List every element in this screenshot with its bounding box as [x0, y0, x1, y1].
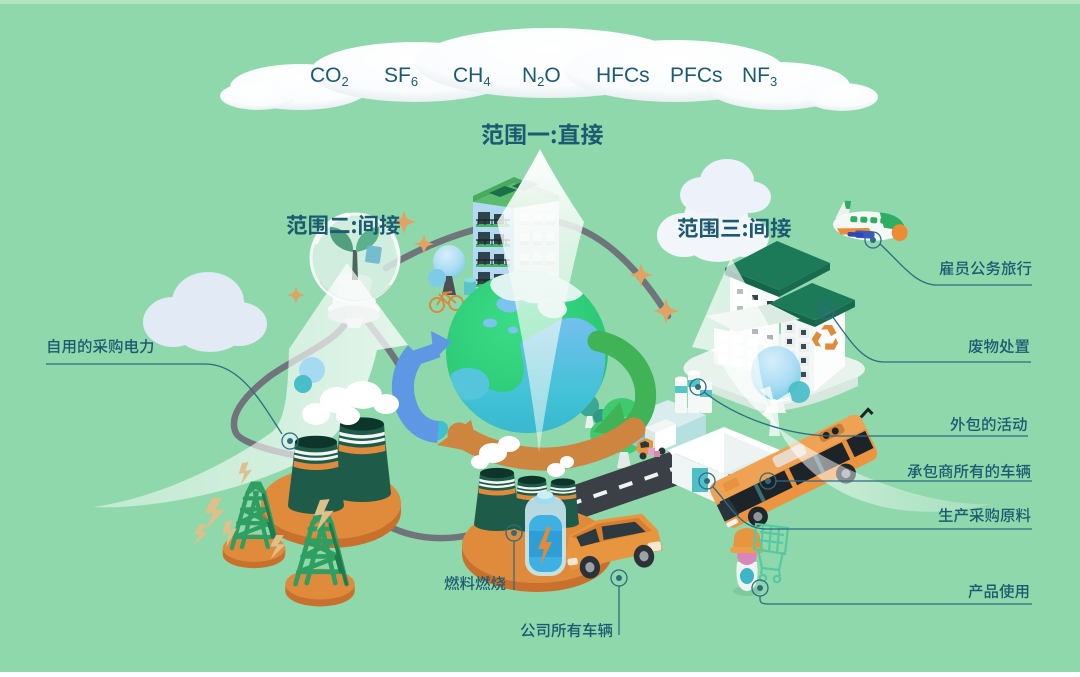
svg-text:HFCs: HFCs — [596, 64, 650, 87]
svg-text:PFCs: PFCs — [670, 64, 723, 87]
